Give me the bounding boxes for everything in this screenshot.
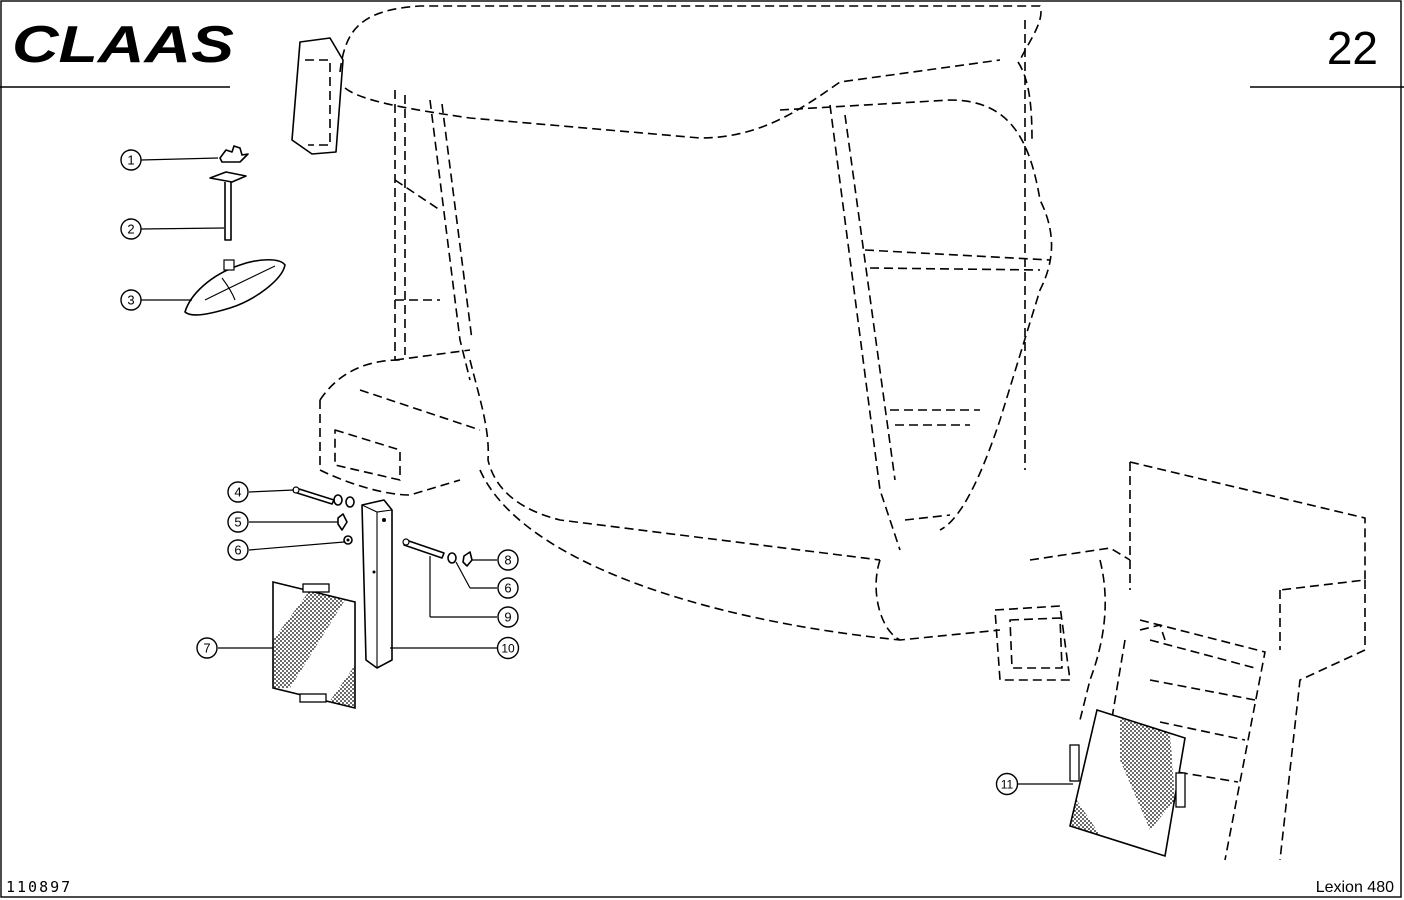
part-8-nut [462, 551, 473, 567]
svg-text:6: 6 [504, 581, 511, 596]
svg-text:7: 7 [203, 641, 210, 656]
callout-7: 7 [196, 637, 218, 659]
leader-lines [140, 157, 1073, 785]
callout-3: 3 [120, 289, 142, 311]
svg-text:8: 8 [504, 553, 511, 568]
svg-text:10: 10 [501, 642, 515, 656]
part-4-screw [292, 486, 335, 505]
cab-outline [291, 5, 1366, 861]
callout-11: 11 [995, 772, 1019, 796]
svg-text:2: 2 [127, 222, 134, 237]
svg-text:11: 11 [1001, 778, 1014, 792]
svg-text:1: 1 [127, 153, 134, 168]
svg-text:4: 4 [234, 485, 241, 500]
brand-logo: CLAAS [12, 16, 234, 74]
callout-8: 8 [497, 549, 519, 571]
callout-6-left: 6 [227, 539, 249, 561]
callout-1: 1 [120, 149, 142, 171]
svg-text:6: 6 [234, 543, 241, 558]
part-10-bracket [361, 499, 393, 669]
callout-6-right: 6 [497, 577, 519, 599]
part-3-lamp [184, 258, 286, 316]
part-washers [333, 494, 355, 508]
drawing-number: 110897 [6, 878, 72, 896]
callout-9: 9 [497, 606, 519, 628]
callout-5: 5 [227, 511, 249, 533]
svg-text:9: 9 [504, 610, 511, 625]
part-7-reflector-plate [272, 580, 356, 710]
part-11-reflector-plate [1069, 708, 1186, 858]
callout-10: 10 [496, 636, 520, 660]
part-9-bolt [402, 538, 445, 559]
model-name: Lexion 480 [1316, 879, 1394, 896]
part-2-bolt [209, 171, 247, 241]
callout-2: 2 [120, 218, 142, 240]
svg-text:3: 3 [127, 293, 134, 308]
part-6-washer [343, 535, 353, 545]
page-number: 22 [1327, 22, 1378, 74]
svg-text:5: 5 [234, 515, 241, 530]
part-5-nut [337, 513, 348, 531]
callout-4: 4 [227, 481, 249, 503]
part-1-clip [219, 145, 249, 163]
part-6-washer-b [447, 552, 457, 564]
